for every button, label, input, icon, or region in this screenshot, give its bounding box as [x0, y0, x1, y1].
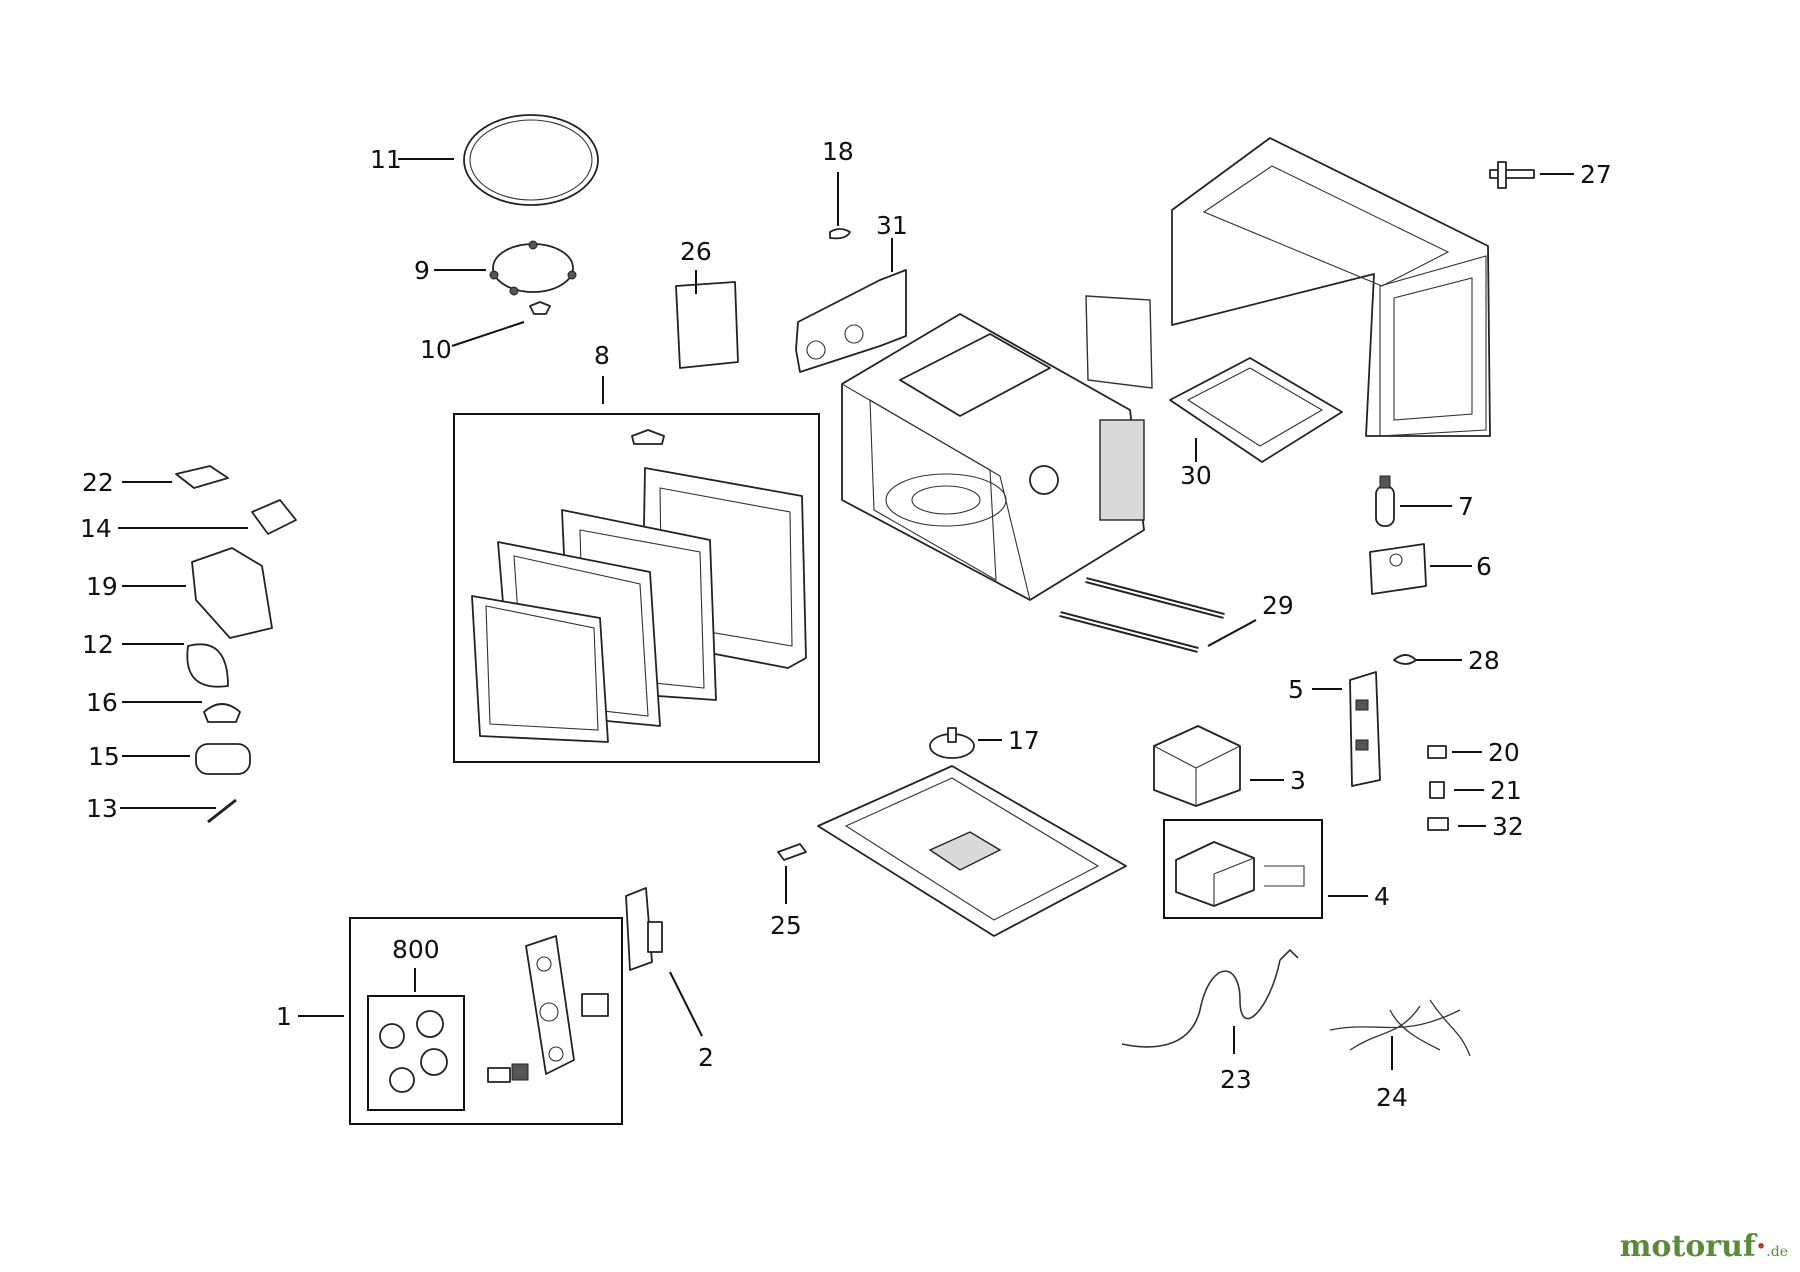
part-27-hinge-pin: [1489, 161, 1535, 189]
callout-5: 5: [1288, 675, 1304, 704]
part-20-switch: [1427, 745, 1447, 759]
callout-26: 26: [680, 237, 712, 266]
part-12-fan-blade: [186, 643, 229, 688]
part-32-switch: [1427, 817, 1449, 831]
part-15-capacitor: [195, 743, 251, 775]
callout-4: 4: [1374, 882, 1390, 911]
part-14-fan-motor: [251, 499, 297, 535]
callout-23: 23: [1220, 1065, 1252, 1094]
part-11-glass-tray: [463, 114, 599, 206]
callout-20: 20: [1488, 738, 1520, 767]
callout-30: 30: [1180, 461, 1212, 490]
callout-10: 10: [420, 335, 452, 364]
callout-labels: 11 9 10 8 26 18 31 30 27 7 6 29 28 5 20 …: [80, 137, 1612, 1112]
part-8-door-assembly: [471, 429, 807, 743]
part-800-knob-set: [379, 1010, 448, 1093]
callout-8: 8: [594, 341, 610, 370]
part-6-bracket: [1369, 543, 1427, 595]
part-9-roller-ring: [489, 240, 577, 296]
part-24-wire-harness: [1329, 999, 1471, 1057]
part-31-bracket: [795, 269, 907, 373]
callout-28: 28: [1468, 646, 1500, 675]
callout-27: 27: [1580, 160, 1612, 189]
part-30-grill-plate: [1169, 357, 1343, 463]
callout-1: 1: [276, 1002, 292, 1031]
callout-16: 16: [86, 688, 118, 717]
callout-12: 12: [82, 630, 114, 659]
control-panel-frame: [349, 917, 623, 1125]
callout-21: 21: [1490, 776, 1522, 805]
part-7-filter: [1375, 475, 1395, 527]
callout-2: 2: [698, 1043, 714, 1072]
callout-15: 15: [88, 742, 120, 771]
watermark-tld: .de: [1766, 1244, 1788, 1260]
part-16-clamp: [203, 703, 241, 723]
part-3-magnetron: [1153, 725, 1241, 807]
part-19-motor-bracket: [191, 547, 273, 639]
outer-cabinet: [1171, 137, 1491, 437]
part-21-switch: [1429, 781, 1445, 799]
oven-cavity: [841, 313, 1145, 601]
callout-22: 22: [82, 468, 114, 497]
part-1-control-panel: [487, 935, 609, 1083]
mica-sheet: [1085, 295, 1153, 389]
callout-32: 32: [1492, 812, 1524, 841]
part-17-turntable-motor: [929, 727, 975, 759]
callout-24: 24: [1376, 1083, 1408, 1112]
watermark-brand: motoruf: [1619, 1229, 1756, 1264]
callout-29: 29: [1262, 591, 1294, 620]
callout-14: 14: [80, 514, 112, 543]
part-26-waveguide-cover: [675, 281, 739, 369]
callout-800: 800: [392, 935, 440, 964]
base-plate: [817, 765, 1127, 937]
part-4-transformer: [1175, 841, 1305, 907]
part-25-bracket: [777, 843, 807, 861]
callout-9: 9: [414, 256, 430, 285]
watermark-accent: ·: [1755, 1229, 1767, 1264]
callout-18: 18: [822, 137, 854, 166]
callout-11: 11: [370, 145, 402, 174]
part-10-coupler: [529, 301, 551, 315]
knob-set-frame: [367, 995, 465, 1111]
leader-lines: [118, 158, 1574, 1070]
motoruf-watermark-logo: motoruf·.de: [1620, 1229, 1788, 1264]
transformer-frame: [1163, 819, 1323, 919]
callout-17: 17: [1008, 726, 1040, 755]
part-5-latch-board: [1349, 671, 1381, 787]
callout-13: 13: [86, 794, 118, 823]
part-22-board: [175, 465, 229, 489]
callout-19: 19: [86, 572, 118, 601]
callout-3: 3: [1290, 766, 1306, 795]
part-29-heater-tubes: [1059, 577, 1225, 653]
callout-6: 6: [1476, 552, 1492, 581]
callout-31: 31: [876, 211, 908, 240]
door-assembly-frame: [453, 413, 820, 763]
callout-25: 25: [770, 911, 802, 940]
part-13-diode: [207, 798, 237, 824]
part-18-clip: [829, 228, 851, 240]
part-2-control-board: [625, 887, 663, 971]
part-28-clip: [1393, 654, 1417, 665]
callout-7: 7: [1458, 492, 1474, 521]
part-23-power-cord: [1121, 948, 1299, 1048]
